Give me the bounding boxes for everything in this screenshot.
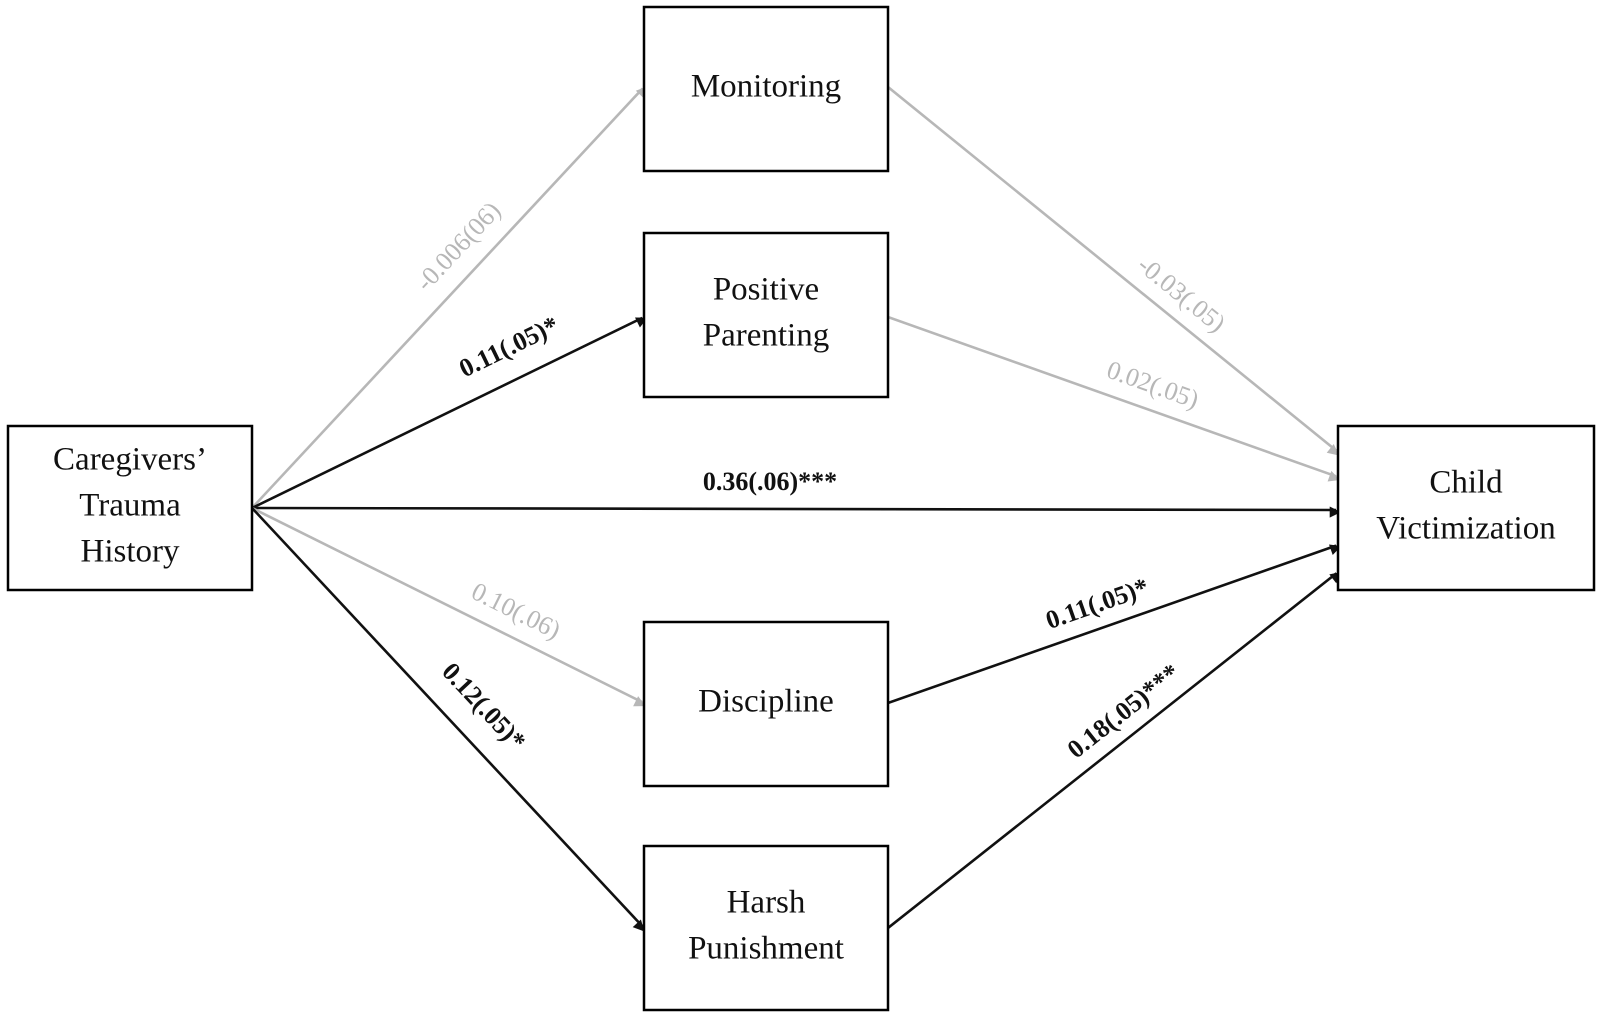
- edge-label-positive-child: 0.02(.05): [1103, 355, 1203, 414]
- edge-trauma-discipline: [251, 506, 646, 707]
- node-box-monitoring: [642, 5, 890, 173]
- node-label-trauma-line-0: Caregivers’: [53, 442, 207, 478]
- edge-discipline-child: [887, 544, 1342, 705]
- edge-label-harsh-child: 0.18(.05)***: [1062, 658, 1185, 764]
- node-discipline: Discipline: [642, 620, 890, 788]
- edge-trauma-positive: [251, 316, 648, 510]
- node-label-positive-line-1: Parenting: [703, 318, 829, 354]
- node-label-discipline-line-0: Discipline: [698, 684, 834, 720]
- edge-label-discipline-child: 0.11(.05)*: [1042, 572, 1152, 635]
- node-label-monitoring-line-0: Monitoring: [691, 69, 841, 105]
- edge-label-trauma-child: 0.36(.06)***: [703, 467, 837, 496]
- node-label-harsh-line-0: Harsh: [727, 885, 806, 921]
- edge-trauma-child: [251, 506, 1341, 518]
- node-box-positive: [642, 231, 890, 399]
- edge-label-trauma-discipline: 0.10(.06): [467, 577, 565, 645]
- edge-label-trauma-monitoring: -0.006(06): [410, 196, 507, 297]
- edge-harsh-child: [887, 571, 1342, 930]
- edges-layer: [251, 85, 1342, 932]
- node-monitoring: Monitoring: [642, 5, 890, 173]
- node-label-trauma-line-1: Trauma: [79, 488, 181, 524]
- node-box-discipline: [642, 620, 890, 788]
- node-label-child-line-1: Victimization: [1376, 511, 1555, 547]
- node-label-harsh-line-1: Punishment: [688, 931, 844, 967]
- node-box-child: [1336, 424, 1596, 592]
- node-label-positive-line-0: Positive: [713, 272, 819, 308]
- node-box-trauma: [6, 424, 254, 592]
- edge-trauma-harsh: [251, 507, 645, 932]
- edge-label-trauma-positive: 0.11(.05)*: [454, 310, 563, 383]
- node-label-child-line-0: Child: [1429, 465, 1503, 501]
- edge-trauma-monitoring: [251, 86, 648, 509]
- node-box-harsh: [642, 844, 890, 1012]
- node-label-trauma-line-2: History: [81, 534, 181, 570]
- edge-label-trauma-harsh: 0.12(.05)*: [436, 657, 531, 756]
- edge-monitoring-child: [887, 85, 1339, 456]
- edge-positive-child: [887, 315, 1341, 482]
